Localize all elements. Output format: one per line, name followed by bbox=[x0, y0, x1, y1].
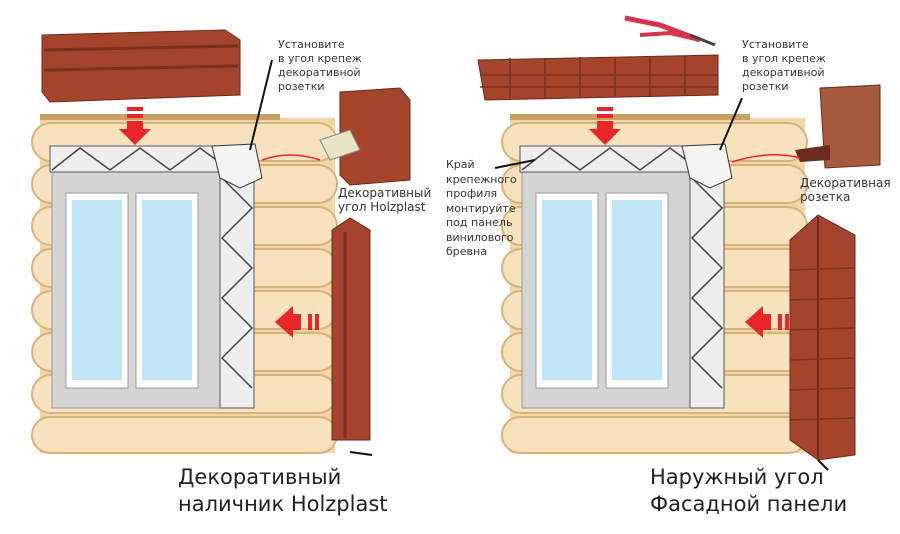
decorative-casing-vertical bbox=[331, 217, 371, 441]
right-title: Наружный угол Фасадной панели bbox=[650, 464, 847, 518]
note-line: под панель bbox=[446, 216, 513, 229]
left-install-note: Установите в угол крепеж декоративной ро… bbox=[278, 38, 362, 94]
leader-line bbox=[719, 97, 743, 151]
label-line: угол Holzplast bbox=[338, 200, 426, 214]
left-title: Декоративный наличник Holzplast bbox=[178, 464, 388, 518]
note-line: в угол крепеж bbox=[742, 52, 826, 65]
leader-line bbox=[349, 451, 373, 456]
holzplast-corner-label: Декоративный угол Holzplast bbox=[338, 186, 431, 214]
note-line: Край bbox=[446, 158, 475, 171]
note-line: Установите bbox=[278, 38, 345, 51]
note-line: розетки bbox=[742, 80, 789, 93]
rosette-label: Декоративная розетка bbox=[800, 176, 891, 204]
left-wall-illustration bbox=[31, 113, 338, 454]
note-line: розетки bbox=[278, 80, 325, 93]
label-line: Декоративный bbox=[338, 186, 432, 200]
leader-arrow bbox=[261, 154, 321, 161]
note-line: Установите bbox=[742, 38, 809, 51]
label-line: розетка bbox=[800, 190, 851, 204]
brick-beam bbox=[477, 54, 719, 101]
profile-edge-note: Край крепежного профиля монтируйте под п… bbox=[446, 158, 517, 260]
note-line: профиля bbox=[446, 187, 498, 200]
title-line: Наружный угол bbox=[650, 465, 824, 489]
note-line: декоративной bbox=[742, 66, 825, 79]
decorative-rosette bbox=[795, 84, 881, 169]
note-line: в угол крепеж bbox=[278, 52, 362, 65]
leader-line bbox=[494, 159, 536, 169]
title-line: наличник Holzplast bbox=[178, 492, 388, 516]
brick-outer-corner bbox=[789, 214, 856, 461]
right-install-note: Установите в угол крепеж декоративной ро… bbox=[742, 38, 826, 94]
note-line: монтируйте bbox=[446, 201, 516, 215]
label-line: Декоративная bbox=[800, 176, 891, 190]
title-line: Декоративный bbox=[178, 465, 342, 489]
leader-line bbox=[817, 459, 829, 471]
holzplast-corner-piece bbox=[319, 87, 411, 186]
title-line: Фасадной панели bbox=[650, 492, 848, 516]
note-line: крепежного bbox=[446, 172, 517, 186]
note-line: винилового bbox=[446, 230, 514, 244]
note-line: бревна bbox=[446, 245, 487, 258]
scissors-icon bbox=[624, 15, 716, 47]
decorative-casing-top bbox=[41, 29, 241, 103]
leader-line bbox=[249, 59, 273, 151]
note-line: декоративной bbox=[278, 66, 361, 79]
leader-arrow bbox=[731, 154, 801, 163]
right-wall-illustration bbox=[501, 113, 808, 454]
